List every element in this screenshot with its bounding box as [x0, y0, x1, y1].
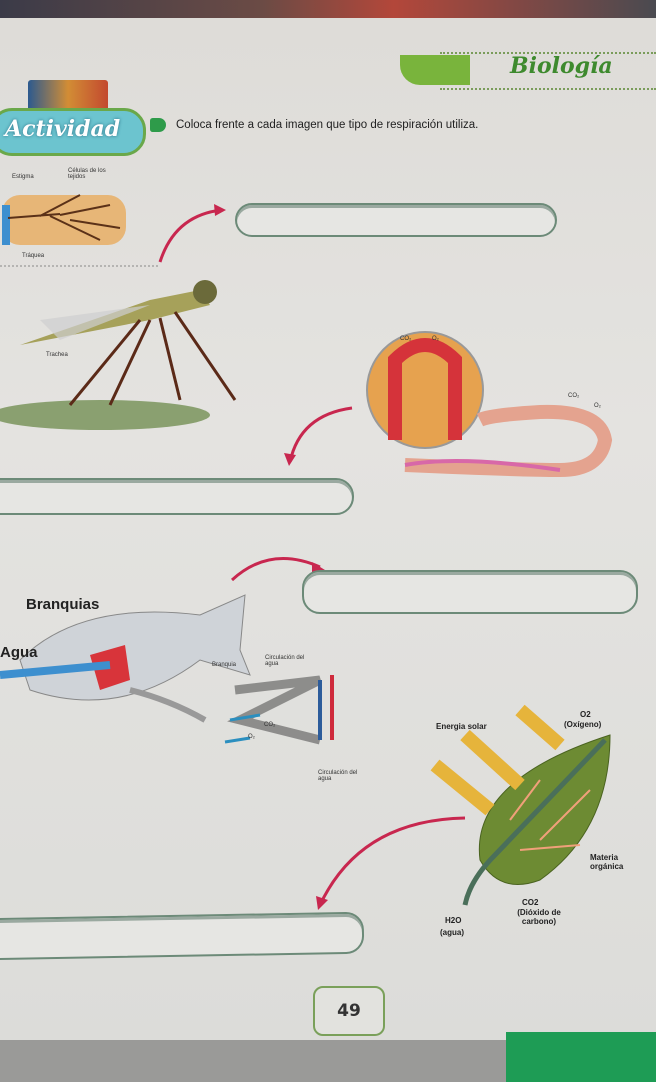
label-cells: Células de los tejidos	[68, 168, 106, 180]
label-co2: CO₂	[400, 336, 412, 342]
leaf-illustration	[430, 704, 611, 906]
label-stigma: Estigma	[12, 174, 34, 180]
arrow-icon	[230, 557, 321, 582]
answer-field-plant[interactable]	[0, 911, 365, 961]
label-water-flow-1: Circulación del agua	[265, 655, 305, 667]
trachea-diagram	[0, 194, 160, 267]
label-gill: Branquia	[212, 662, 237, 668]
worksheet-page	[0, 18, 656, 1048]
arrowhead-icon	[214, 204, 226, 216]
label-o2: O₂	[432, 336, 439, 342]
label-o2-name: (Oxígeno)	[564, 720, 602, 729]
earthworm-illustration	[366, 331, 613, 478]
label-gill-co2: CO₂	[264, 722, 276, 728]
arrowhead-icon	[316, 896, 328, 910]
arrowhead-icon	[284, 453, 296, 466]
label-co2-b: CO₂	[568, 393, 580, 399]
label-co2-name: (Dióxido de carbono)	[517, 908, 561, 926]
label-gill-o2: O₂	[248, 734, 255, 740]
leaf-number-1-icon	[150, 118, 166, 132]
label-trachea-es: Tráquea	[22, 253, 45, 259]
label-water: Agua	[0, 644, 38, 661]
page-number: 49	[313, 986, 385, 1036]
label-water-flow-2: Circulación del agua	[318, 770, 358, 782]
label-h2o: H2O	[445, 916, 462, 925]
fish-illustration	[0, 594, 251, 723]
label-solar-energy: Energia solar	[436, 722, 487, 731]
gill-diagram	[224, 675, 334, 745]
arrow-icon	[318, 816, 466, 906]
activity-badge: Actividad	[0, 108, 146, 156]
robber-fly-illustration	[0, 280, 237, 430]
subject-tab	[400, 55, 470, 85]
label-o2-b: O₂	[594, 403, 601, 409]
label-trachea: Trachea	[46, 352, 68, 358]
answer-field-insect[interactable]	[235, 203, 557, 237]
answer-field-fish[interactable]	[302, 570, 638, 614]
label-organic-matter: Materia orgánica	[590, 853, 624, 871]
instruction-text: Coloca frente a cada imagen que tipo de …	[176, 119, 479, 131]
arrow-icon	[288, 406, 353, 463]
subject-header-frame	[440, 52, 656, 90]
label-h2o-name: (agua)	[440, 928, 464, 937]
desk-bottom	[0, 1032, 656, 1082]
arrows	[158, 208, 466, 906]
label-gills: Branquias	[26, 596, 100, 613]
label-o2: O2	[580, 710, 591, 719]
subject-title: Biología	[510, 53, 613, 79]
answer-field-worm[interactable]	[0, 478, 354, 515]
label-co2: CO2	[522, 898, 539, 907]
arrow-icon	[158, 208, 223, 263]
